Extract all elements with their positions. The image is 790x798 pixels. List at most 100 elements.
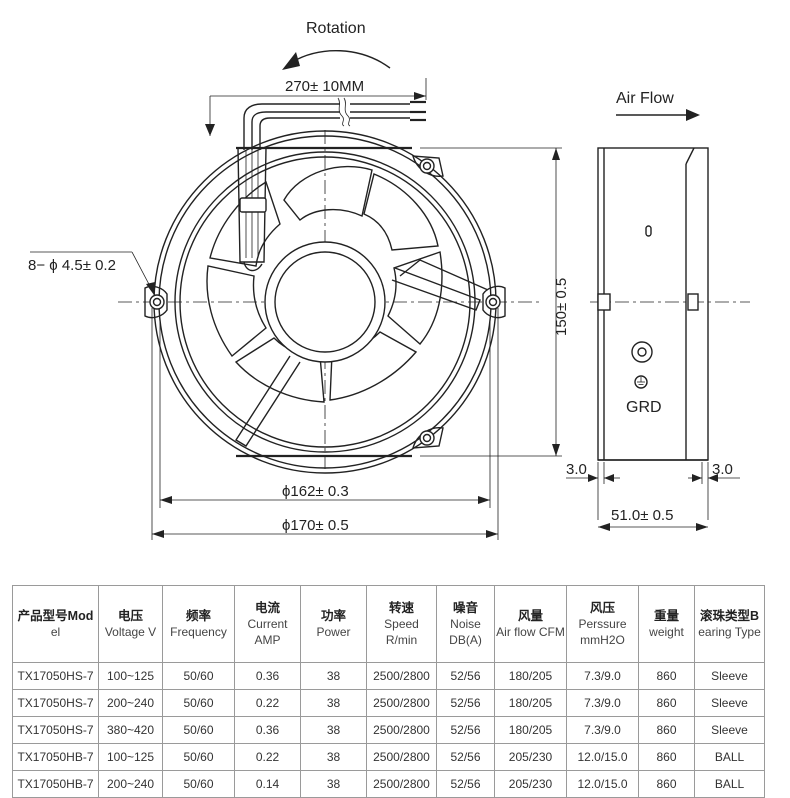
motor-hub [264, 241, 386, 363]
cell-current: 0.22 [234, 743, 301, 771]
cell-speed: 2500/2800 [366, 770, 437, 798]
cell-weight: 860 [638, 770, 695, 798]
cable-length-dimension [205, 78, 427, 136]
table-row: TX17050HS-7 200~240 50/60 0.22 38 2500/2… [12, 689, 765, 717]
support-strut-bottom [235, 355, 301, 447]
cell-pressure: 12.0/15.0 [566, 770, 639, 798]
side-tab-left [597, 293, 611, 311]
outer-diameter-label: ϕ170± 0.5 [282, 517, 349, 534]
cell-speed: 2500/2800 [366, 689, 437, 717]
front-view: 270± 10MM Rotation 8− ϕ 4.5± 0.2 ϕ [28, 20, 570, 540]
cell-pressure: 12.0/15.0 [566, 743, 639, 771]
cell-weight: 860 [638, 716, 695, 744]
cell-noise: 52/56 [436, 689, 495, 717]
height-dimension [420, 147, 562, 457]
cell-speed: 2500/2800 [366, 716, 437, 744]
cell-model: TX17050HS-7 [12, 689, 99, 717]
cell-noise: 52/56 [436, 743, 495, 771]
table-row: TX17050HB-7 100~125 50/60 0.22 38 2500/2… [12, 743, 765, 771]
cell-bearing: Sleeve [694, 689, 765, 717]
cell-airflow: 180/205 [494, 662, 567, 690]
diameter-dimensions [151, 308, 499, 540]
cell-bearing: BALL [694, 743, 765, 771]
cell-power: 38 [300, 689, 367, 717]
cell-voltage: 380~420 [98, 716, 163, 744]
cell-noise: 52/56 [436, 716, 495, 744]
side-slot [645, 225, 652, 237]
cell-model: TX17050HS-7 [12, 662, 99, 690]
height-label: 150± 0.5 [553, 278, 570, 336]
cell-noise: 52/56 [436, 662, 495, 690]
venturi-inner-ring [179, 156, 471, 448]
cell-voltage: 200~240 [98, 770, 163, 798]
ground-label: GRD [626, 399, 662, 416]
cell-airflow: 180/205 [494, 689, 567, 717]
cell-power: 38 [300, 716, 367, 744]
hub-inner-ring [274, 251, 376, 353]
cable-channel [237, 147, 267, 272]
lead-wires [243, 97, 426, 150]
cell-current: 0.36 [234, 716, 301, 744]
side-view: Air Flow GRD [566, 90, 750, 531]
cell-frequency: 50/60 [162, 770, 235, 798]
cell-frequency: 50/60 [162, 743, 235, 771]
cell-current: 0.22 [234, 689, 301, 717]
rotation-label: Rotation [306, 20, 366, 37]
flange-left-label: 3.0 [566, 461, 587, 478]
cell-frequency: 50/60 [162, 716, 235, 744]
cell-current: 0.36 [234, 662, 301, 690]
cell-weight: 860 [638, 689, 695, 717]
cell-pressure: 7.3/9.0 [566, 716, 639, 744]
hole-spec-label: 8− ϕ 4.5± 0.2 [28, 257, 116, 274]
cell-airflow: 205/230 [494, 743, 567, 771]
depth-label: 51.0± 0.5 [611, 507, 673, 524]
cable-notch [685, 147, 695, 165]
cell-pressure: 7.3/9.0 [566, 689, 639, 717]
cell-voltage: 100~125 [98, 743, 163, 771]
support-strut-upper [399, 259, 489, 291]
table-row: TX17050HS-7 380~420 50/60 0.36 38 2500/2… [12, 716, 765, 744]
cell-voltage: 100~125 [98, 662, 163, 690]
cell-weight: 860 [638, 662, 695, 690]
hole-spec-leader [30, 251, 155, 295]
table-row: TX17050HB-7 200~240 50/60 0.14 38 2500/2… [12, 770, 765, 798]
cell-pressure: 7.3/9.0 [566, 662, 639, 690]
cell-noise: 52/56 [436, 770, 495, 798]
ground-terminal-inner [637, 347, 647, 357]
ground-symbol-icon [634, 375, 648, 389]
cell-bearing: Sleeve [694, 716, 765, 744]
cell-bearing: Sleeve [694, 662, 765, 690]
venturi-ring [174, 151, 476, 453]
cell-frequency: 50/60 [162, 662, 235, 690]
cell-voltage: 200~240 [98, 689, 163, 717]
cell-power: 38 [300, 743, 367, 771]
cell-model: TX17050HB-7 [12, 770, 99, 798]
side-tab-right [687, 293, 699, 311]
fan-technical-drawing: 270± 10MM Rotation 8− ϕ 4.5± 0.2 ϕ [28, 20, 750, 540]
cell-model: TX17050HB-7 [12, 743, 99, 771]
cell-speed: 2500/2800 [366, 743, 437, 771]
inner-diameter-label: ϕ162± 0.3 [282, 483, 349, 500]
flange-dimensions [566, 462, 740, 531]
cell-frequency: 50/60 [162, 689, 235, 717]
cell-power: 38 [300, 662, 367, 690]
cell-airflow: 205/230 [494, 770, 567, 798]
mounting-holes [144, 155, 506, 449]
rotation-arrow [282, 49, 391, 70]
cell-airflow: 180/205 [494, 716, 567, 744]
cell-model: TX17050HS-7 [12, 716, 99, 744]
airflow-label: Air Flow [616, 90, 674, 107]
cable-length-label: 270± 10MM [285, 78, 364, 95]
